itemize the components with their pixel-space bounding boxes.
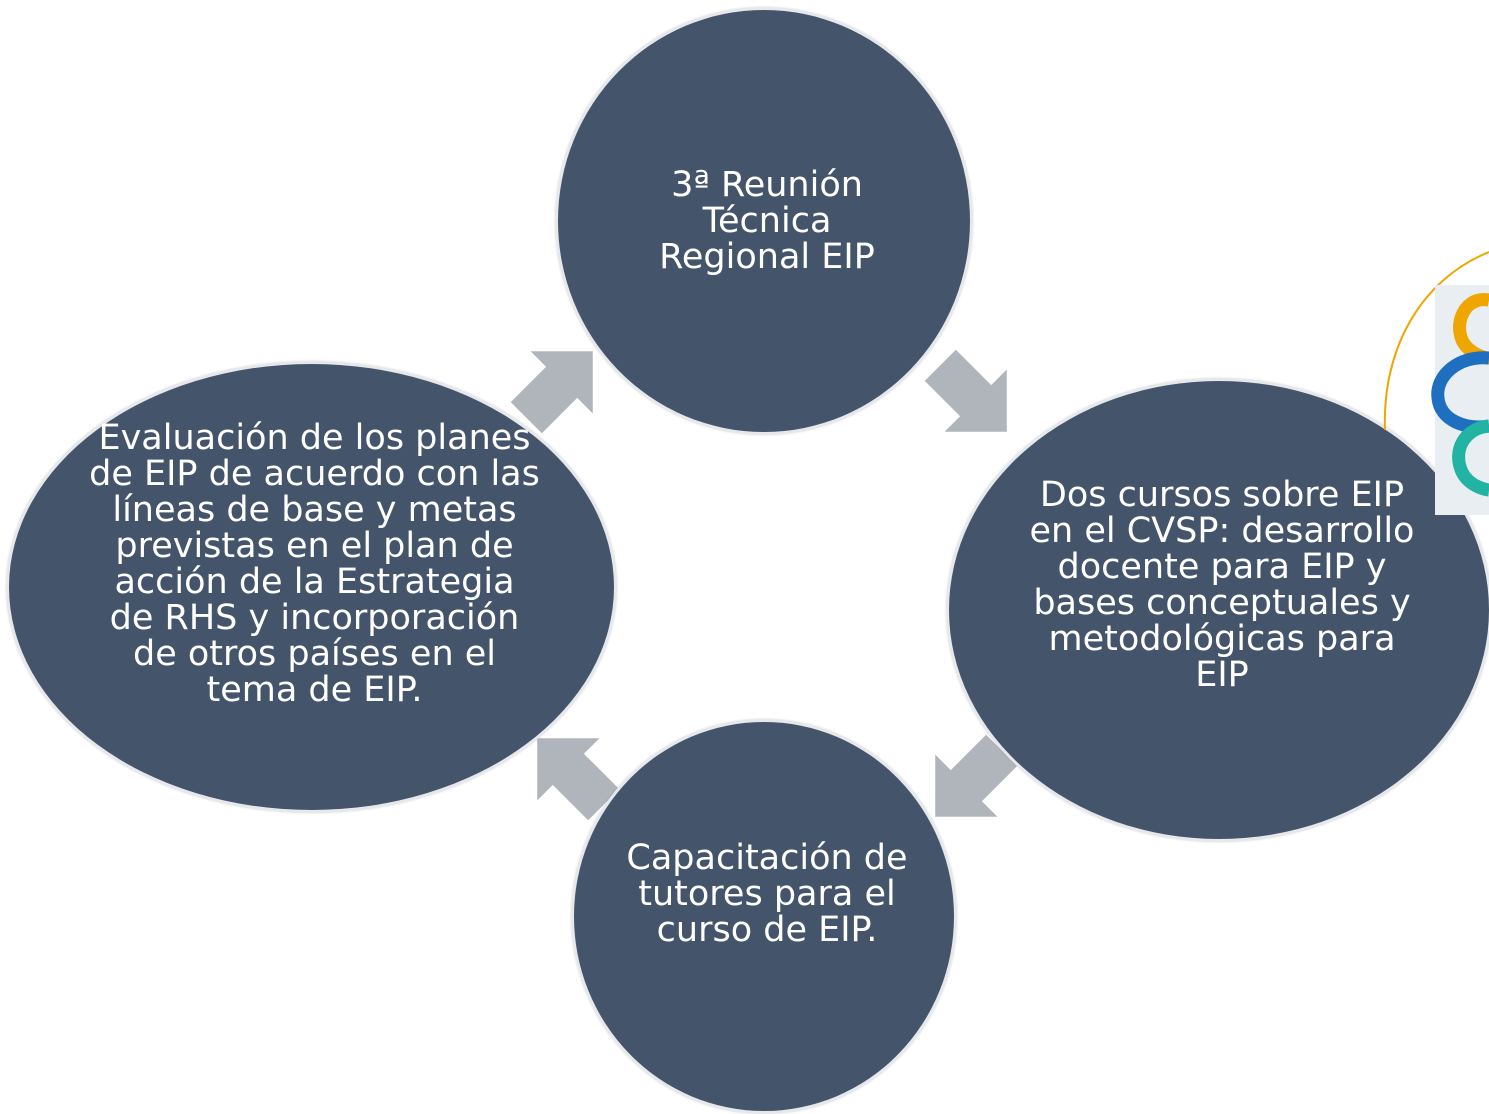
cycle-node-top: 3ª Reunión Técnica Regional EIP (555, 7, 973, 435)
cycle-node-right-label: Dos cursos sobre EIP en el CVSP: desarro… (1029, 475, 1415, 695)
arrow-bottom-to-left (537, 738, 620, 821)
cycle-node-left: Evaluación de los planes de EIP de acuer… (6, 361, 617, 813)
cycle-node-right: Dos cursos sobre EIP en el CVSP: desarro… (946, 378, 1489, 842)
cycle-node-top-label: 3ª Reunión Técnica Regional EIP (659, 165, 875, 277)
cycle-node-bottom-label: Capacitación de tutores para el curso de… (626, 838, 908, 950)
arrow-right-to-bottom (935, 734, 1018, 817)
cycle-node-bottom: Capacitación de tutores para el curso de… (571, 719, 957, 1114)
arrow-left-to-top (510, 351, 593, 434)
arrow-top-to-right (924, 349, 1007, 432)
partial-logo-icon (1383, 251, 1489, 515)
cycle-node-left-label: Evaluación de los planes de EIP de acuer… (89, 418, 540, 710)
